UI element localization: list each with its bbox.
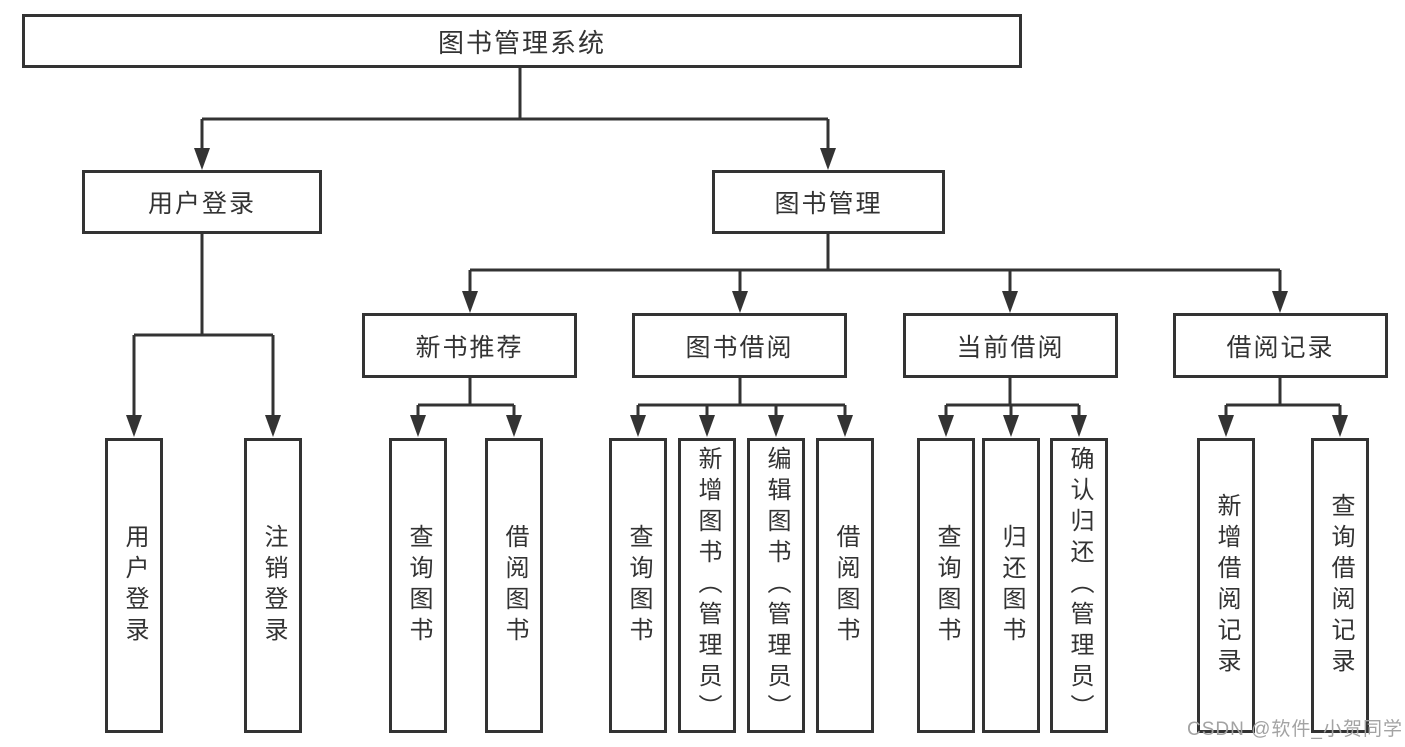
arrow-down-icon — [1002, 291, 1018, 313]
arrow-down-icon — [1003, 415, 1019, 437]
arrowheads — [126, 148, 1348, 437]
arrow-down-icon — [194, 148, 210, 170]
node-new-book-recommend: 新书推荐 — [362, 313, 577, 378]
arrow-down-icon — [462, 291, 478, 313]
arrow-down-icon — [699, 415, 715, 437]
node-label: 编辑图书（管理员） — [763, 446, 790, 725]
leaf-bb-edit-books: 编辑图书（管理员） — [747, 438, 805, 733]
leaf-br-add-record: 新增借阅记录 — [1197, 438, 1255, 733]
leaf-bb-add-books: 新增图书（管理员） — [678, 438, 736, 733]
leaf-cb-query-books: 查询图书 — [917, 438, 975, 733]
node-label: 查询图书 — [625, 523, 652, 648]
arrow-down-icon — [1332, 415, 1348, 437]
arrow-down-icon — [506, 415, 522, 437]
node-label: 新增图书（管理员） — [694, 446, 721, 725]
arrow-down-icon — [820, 148, 836, 170]
node-label: 查询图书 — [405, 523, 432, 648]
leaf-rec-borrow-books: 借阅图书 — [485, 438, 543, 733]
leaf-bb-borrow-books: 借阅图书 — [816, 438, 874, 733]
node-label: 归还图书 — [998, 523, 1025, 648]
arrow-down-icon — [265, 415, 281, 437]
leaf-cb-return-books: 归还图书 — [982, 438, 1040, 733]
node-borrowing-records: 借阅记录 — [1173, 313, 1388, 378]
node-book-borrowing: 图书借阅 — [632, 313, 847, 378]
node-label: 借阅图书 — [501, 523, 528, 648]
leaf-br-query-record: 查询借阅记录 — [1311, 438, 1369, 733]
arrow-down-icon — [410, 415, 426, 437]
node-label: 确认归还（管理员） — [1066, 446, 1093, 725]
node-label: 查询借阅记录 — [1327, 492, 1354, 679]
node-label: 注销登录 — [260, 523, 287, 648]
node-label: 当前借阅 — [956, 333, 1065, 362]
leaf-bb-query-books: 查询图书 — [609, 438, 667, 733]
arrow-down-icon — [1071, 415, 1087, 437]
node-label: 图书借阅 — [685, 333, 794, 362]
arrow-down-icon — [938, 415, 954, 437]
node-label: 借阅图书 — [832, 523, 859, 648]
arrow-down-icon — [732, 291, 748, 313]
node-current-borrowing: 当前借阅 — [903, 313, 1118, 378]
leaf-user-login: 用户登录 — [105, 438, 163, 733]
node-user-login: 用户登录 — [82, 170, 322, 234]
node-label: 图书管理 — [774, 190, 883, 218]
node-label: 图书管理系统 — [437, 27, 606, 58]
node-label: 新增借阅记录 — [1213, 492, 1240, 679]
node-label: 新书推荐 — [415, 333, 524, 362]
arrow-down-icon — [630, 415, 646, 437]
arrow-down-icon — [1218, 415, 1234, 437]
node-label: 查询图书 — [933, 523, 960, 648]
node-label: 用户登录 — [121, 523, 148, 648]
arrow-down-icon — [126, 415, 142, 437]
leaf-cb-confirm-return: 确认归还（管理员） — [1050, 438, 1108, 733]
watermark: CSDN @软件_小贺同学 — [1187, 719, 1403, 740]
node-book-management: 图书管理 — [712, 170, 945, 234]
node-label: 借阅记录 — [1226, 333, 1335, 362]
leaf-rec-query-books: 查询图书 — [389, 438, 447, 733]
node-label: 用户登录 — [147, 190, 256, 218]
node-root: 图书管理系统 — [22, 14, 1022, 68]
leaf-logout: 注销登录 — [244, 438, 302, 733]
arrow-down-icon — [1272, 291, 1288, 313]
arrow-down-icon — [768, 415, 784, 437]
arrow-down-icon — [837, 415, 853, 437]
